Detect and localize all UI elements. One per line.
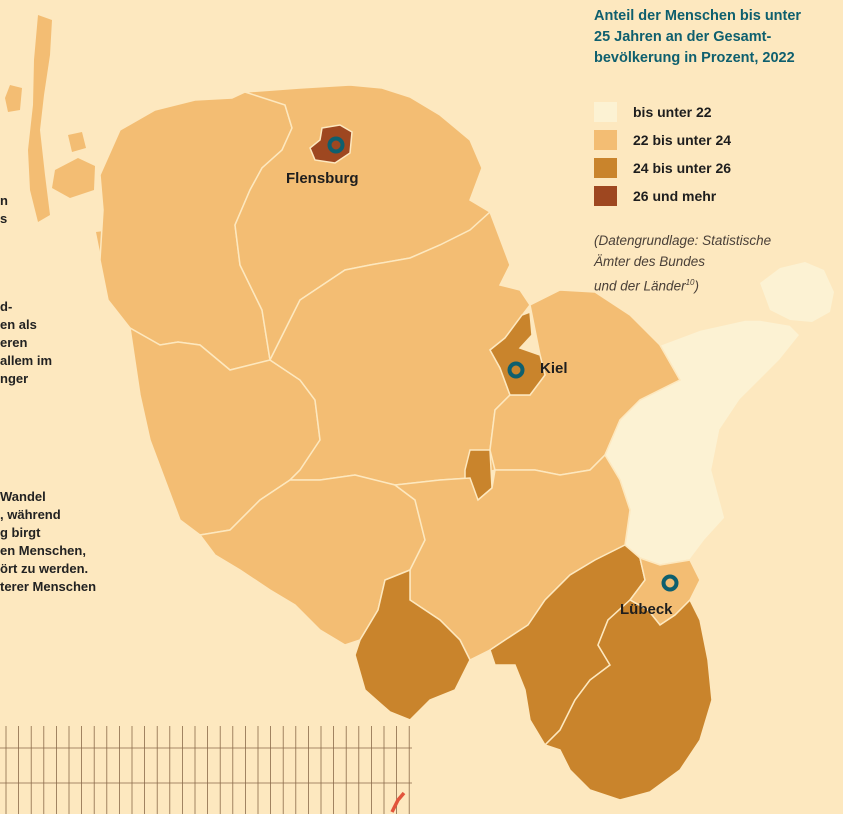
city-marker-icon	[507, 361, 525, 379]
legend-item: bis unter 22	[594, 98, 731, 126]
body-text-fragment-2: d- en als eren allem im nger	[0, 299, 53, 386]
data-source-note: (Datengrundlage: Statistische Ämter des …	[594, 233, 772, 294]
legend-label: 24 bis unter 26	[633, 160, 732, 176]
city-kiel	[489, 310, 546, 396]
red-line-fragment	[390, 791, 406, 813]
island-amrum	[5, 85, 22, 112]
body-text-fragment-3: Wandel , während g birgt en Menschen, ör…	[0, 489, 97, 594]
footnote-ref: 10	[685, 278, 695, 287]
district-herzogtum-lauenburg	[543, 598, 713, 801]
grid-decoration	[0, 726, 412, 814]
island-sylt	[28, 15, 52, 222]
legend-label: 22 bis unter 24	[633, 132, 732, 148]
city-label-luebeck: Lübeck	[620, 601, 673, 618]
legend-swatch	[594, 102, 617, 122]
legend-item: 22 bis unter 24	[594, 126, 731, 154]
island-fehmarn	[760, 262, 834, 322]
island-pellworm	[68, 132, 86, 152]
district-pinneberg	[354, 568, 471, 721]
legend-label: bis unter 22	[633, 104, 712, 120]
legend-label: 26 und mehr	[633, 188, 717, 204]
city-marker-icon	[327, 136, 345, 154]
district-ostholstein	[604, 319, 802, 566]
city-label-kiel: Kiel	[540, 360, 568, 377]
legend-item: 26 und mehr	[594, 182, 731, 210]
legend-title: Anteil der Menschen bis unter 25 Jahren …	[594, 8, 802, 66]
city-label-flensburg: Flensburg	[286, 170, 359, 187]
legend-swatch	[594, 130, 617, 150]
city-marker-icon	[661, 574, 679, 592]
legend-swatch	[594, 158, 617, 178]
legend-list: bis unter 22 22 bis unter 24 24 bis unte…	[594, 98, 731, 210]
body-text-fragment-1: n s	[0, 193, 8, 226]
legend-item: 24 bis unter 26	[594, 154, 731, 182]
island-foehr	[52, 158, 95, 198]
legend-swatch	[594, 186, 617, 206]
